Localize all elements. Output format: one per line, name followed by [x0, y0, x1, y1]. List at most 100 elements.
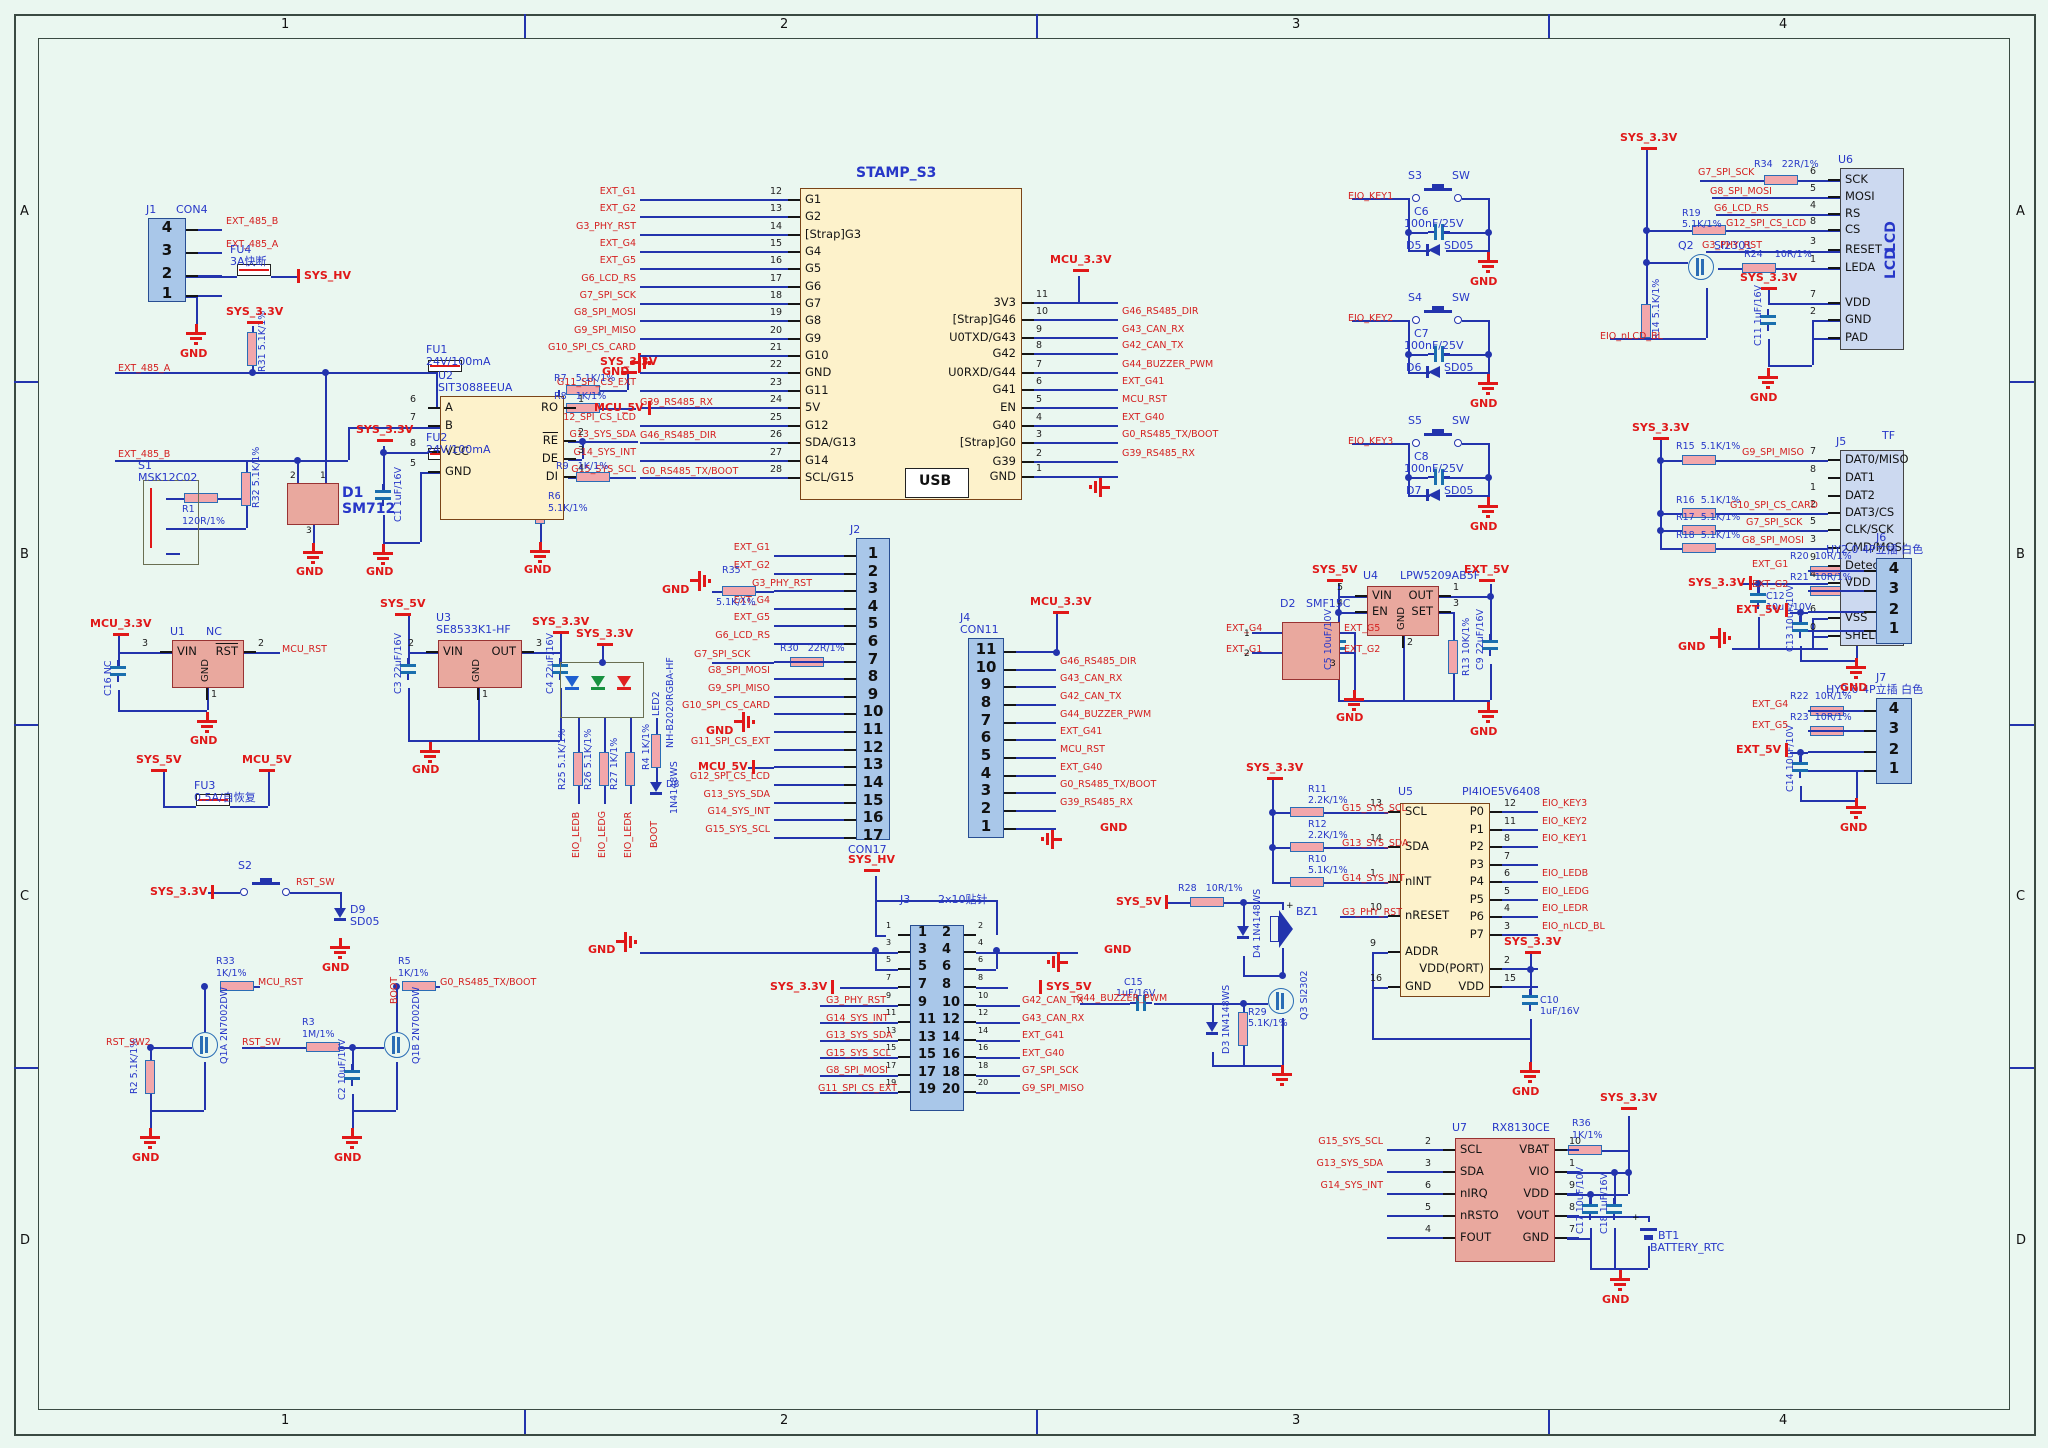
- resistor[interactable]: [1290, 842, 1324, 852]
- resistor[interactable]: [1682, 508, 1716, 518]
- capacitor-plate[interactable]: [1792, 762, 1808, 765]
- battery-plate[interactable]: [1640, 1228, 1657, 1231]
- switch-button[interactable]: [260, 878, 272, 882]
- capacitor-plate[interactable]: [1750, 600, 1766, 603]
- resistor[interactable]: [1742, 263, 1776, 273]
- switch-button[interactable]: [1432, 306, 1444, 310]
- capacitor-plate[interactable]: [1760, 322, 1776, 325]
- led[interactable]: [565, 676, 579, 687]
- switch-actuator[interactable]: [1424, 310, 1452, 313]
- capacitor-plate[interactable]: [1434, 346, 1437, 362]
- switch-contact[interactable]: [240, 888, 248, 896]
- resistor[interactable]: [247, 332, 257, 366]
- u1-box[interactable]: [172, 640, 244, 688]
- resistor[interactable]: [625, 752, 635, 786]
- resistor[interactable]: [145, 1060, 155, 1094]
- resistor[interactable]: [402, 981, 436, 991]
- switch-contact[interactable]: [1412, 194, 1420, 202]
- resistor[interactable]: [184, 493, 218, 503]
- capacitor-plate[interactable]: [375, 497, 391, 500]
- diode-array[interactable]: [287, 483, 339, 525]
- switch-contact[interactable]: [1454, 439, 1462, 447]
- resistor[interactable]: [1682, 543, 1716, 553]
- capacitor-plate[interactable]: [1482, 647, 1498, 650]
- capacitor-plate[interactable]: [110, 666, 126, 669]
- resistor[interactable]: [1692, 225, 1726, 235]
- resistor[interactable]: [599, 752, 609, 786]
- resistor[interactable]: [722, 586, 756, 596]
- resistor[interactable]: [566, 385, 600, 395]
- resistor[interactable]: [1682, 525, 1716, 535]
- diode[interactable]: [334, 908, 346, 918]
- j7-box[interactable]: [1876, 698, 1912, 784]
- capacitor-plate[interactable]: [1482, 640, 1498, 643]
- capacitor-plate[interactable]: [1434, 469, 1437, 485]
- mosfet[interactable]: [384, 1032, 410, 1058]
- capacitor-plate[interactable]: [1792, 769, 1808, 772]
- resistor[interactable]: [576, 472, 610, 482]
- capacitor-plate[interactable]: [1606, 1204, 1622, 1207]
- mosfet[interactable]: [1268, 988, 1294, 1014]
- mosfet[interactable]: [192, 1032, 218, 1058]
- j2-box[interactable]: [856, 538, 890, 840]
- led[interactable]: [617, 676, 631, 687]
- capacitor-plate[interactable]: [1441, 346, 1444, 362]
- capacitor-plate[interactable]: [1522, 995, 1538, 998]
- diode[interactable]: [1428, 366, 1440, 378]
- capacitor-plate[interactable]: [1582, 1204, 1598, 1207]
- resistor[interactable]: [1190, 897, 1224, 907]
- capacitor-plate[interactable]: [400, 671, 416, 674]
- j3-box[interactable]: [910, 925, 964, 1111]
- diode[interactable]: [1428, 489, 1440, 501]
- diode-array[interactable]: [1282, 622, 1340, 680]
- capacitor-plate[interactable]: [1136, 995, 1139, 1011]
- switch-contact[interactable]: [282, 888, 290, 896]
- diode[interactable]: [1237, 926, 1249, 936]
- capacitor-plate[interactable]: [344, 1077, 360, 1080]
- capacitor-plate[interactable]: [1441, 224, 1444, 240]
- capacitor-plate[interactable]: [344, 1070, 360, 1073]
- resistor[interactable]: [1290, 877, 1324, 887]
- capacitor-plate[interactable]: [110, 673, 126, 676]
- resistor[interactable]: [220, 981, 254, 991]
- u4-box[interactable]: [1367, 586, 1439, 636]
- diode[interactable]: [650, 782, 662, 792]
- switch-contact[interactable]: [1412, 439, 1420, 447]
- capacitor-plate[interactable]: [1760, 315, 1776, 318]
- resistor[interactable]: [1764, 175, 1798, 185]
- diode[interactable]: [1206, 1022, 1218, 1032]
- u2-box[interactable]: [440, 396, 564, 520]
- switch-contact[interactable]: [1412, 316, 1420, 324]
- capacitor-plate[interactable]: [400, 664, 416, 667]
- resistor[interactable]: [1641, 304, 1651, 338]
- stamp-usb-box[interactable]: [905, 468, 969, 498]
- switch-contact[interactable]: [1454, 194, 1462, 202]
- u6-box[interactable]: [1840, 168, 1904, 350]
- switch-button[interactable]: [1432, 184, 1444, 188]
- switch-contact[interactable]: [1454, 316, 1462, 324]
- capacitor-plate[interactable]: [1792, 629, 1808, 632]
- switch-actuator[interactable]: [1424, 433, 1452, 436]
- resistor[interactable]: [241, 472, 251, 506]
- u3-box[interactable]: [438, 640, 522, 688]
- capacitor-plate[interactable]: [1750, 593, 1766, 596]
- u7-box[interactable]: [1455, 1138, 1555, 1262]
- switch-actuator[interactable]: [252, 882, 280, 885]
- capacitor-plate[interactable]: [1522, 1002, 1538, 1005]
- capacitor-plate[interactable]: [375, 490, 391, 493]
- capacitor-plate[interactable]: [1143, 995, 1146, 1011]
- capacitor-plate[interactable]: [1434, 224, 1437, 240]
- diode[interactable]: [1428, 244, 1440, 256]
- u5-box[interactable]: [1400, 803, 1490, 997]
- resistor[interactable]: [1238, 1012, 1248, 1046]
- resistor[interactable]: [1682, 455, 1716, 465]
- j1-box[interactable]: [148, 218, 186, 302]
- switch-actuator[interactable]: [1424, 188, 1452, 191]
- resistor[interactable]: [573, 752, 583, 786]
- capacitor-plate[interactable]: [1792, 622, 1808, 625]
- led[interactable]: [591, 676, 605, 687]
- mosfet[interactable]: [1688, 254, 1714, 280]
- capacitor-plate[interactable]: [1606, 1211, 1622, 1214]
- resistor[interactable]: [1290, 807, 1324, 817]
- resistor[interactable]: [651, 734, 661, 768]
